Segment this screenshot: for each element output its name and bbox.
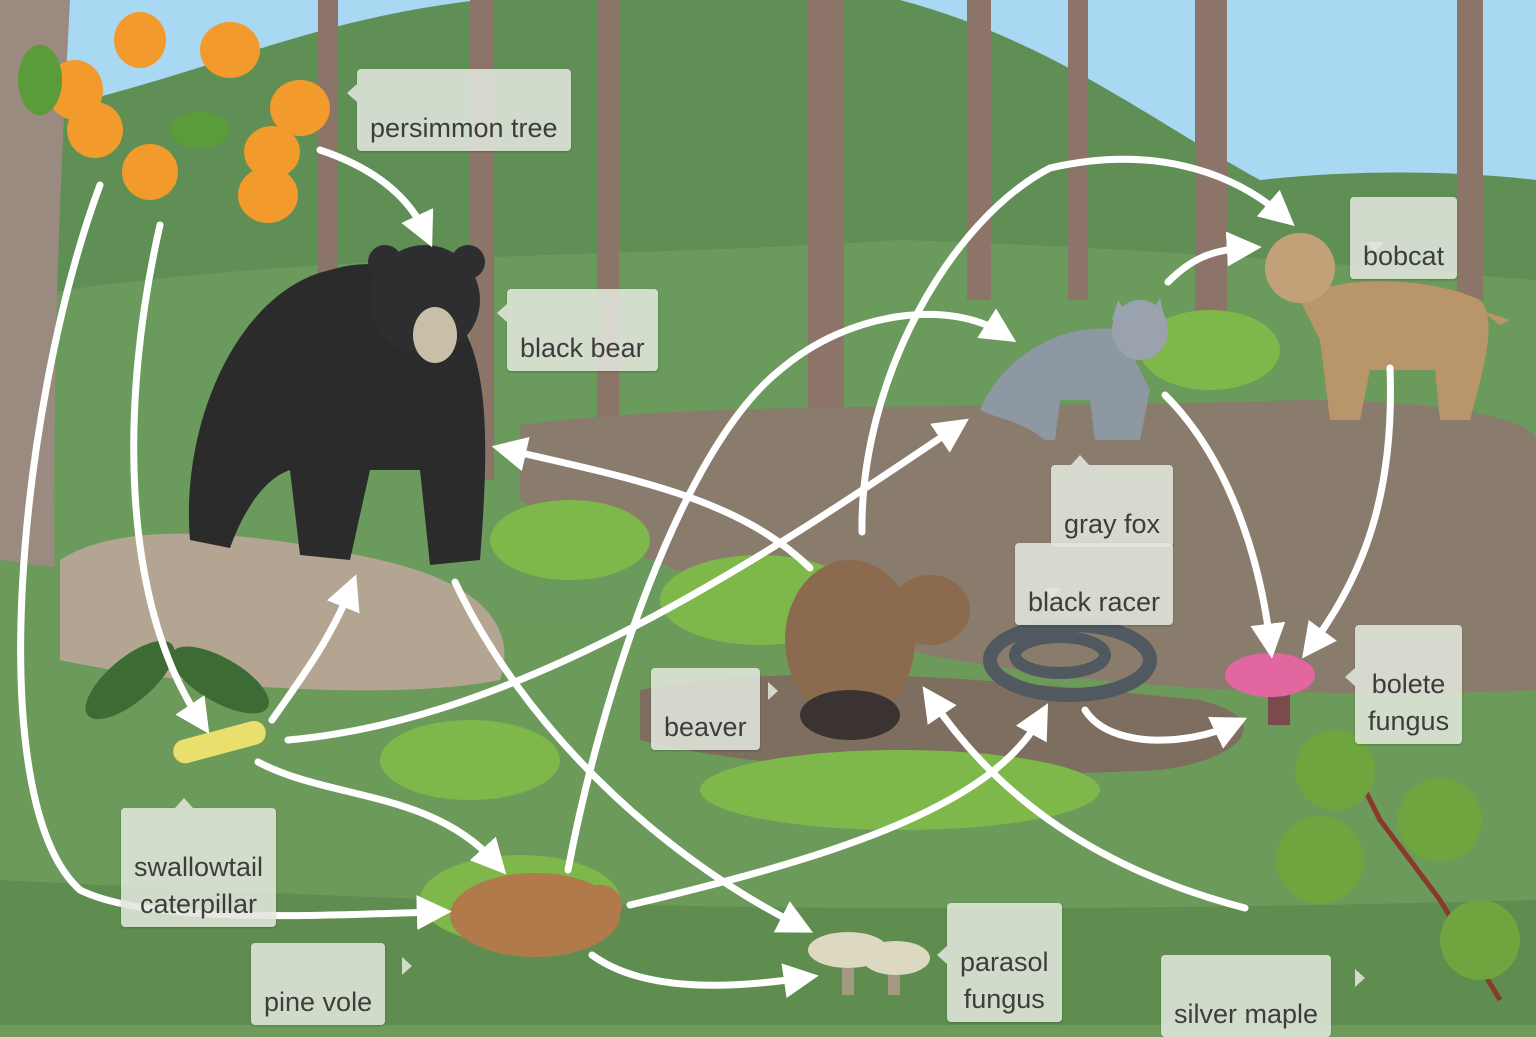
- label-pointer: [937, 946, 947, 964]
- label-beaver: beaver: [651, 668, 760, 750]
- label-pointer: [175, 798, 193, 808]
- label-pointer: [1355, 969, 1365, 987]
- arrow-beaver-to-black-bear: [491, 436, 814, 572]
- label-silver-maple-text: silver maple: [1174, 999, 1319, 1029]
- label-beaver-text: beaver: [664, 712, 747, 742]
- label-gray-fox-text: gray fox: [1064, 509, 1161, 539]
- silver-maple-illustration: [1276, 730, 1520, 1002]
- label-pointer: [347, 84, 357, 102]
- label-pointer: [402, 957, 412, 975]
- label-bobcat: bobcat: [1350, 197, 1458, 279]
- label-pine-vole-text: pine vole: [264, 987, 373, 1017]
- persimmon-tree-illustration: [18, 12, 330, 223]
- label-persimmon-tree: persimmon tree: [357, 69, 571, 151]
- pine-vole-illustration: [450, 873, 622, 957]
- arrow-black-racer-to-bolete-fungus: [1081, 706, 1248, 749]
- label-pointer: [1345, 668, 1355, 686]
- black-bear-illustration: [188, 245, 486, 565]
- label-bolete-fungus: bolete fungus: [1355, 625, 1463, 744]
- arrow-swallowtail-caterpillar-to-black-bear: [268, 574, 360, 724]
- label-pointer: [768, 682, 778, 700]
- arrow-swallowtail-caterpillar-to-pine-vole: [254, 758, 507, 875]
- bolete-fungus-illustration: [1225, 653, 1315, 725]
- energy-flow-arrows: [17, 146, 1394, 998]
- label-pointer: [1366, 242, 1384, 252]
- label-silver-maple: silver maple: [1161, 955, 1332, 1037]
- label-gray-fox: gray fox: [1051, 465, 1174, 547]
- gray-fox-illustration: [980, 298, 1168, 440]
- label-parasol-fungus: parasol fungus: [947, 903, 1062, 1022]
- arrow-beaver-to-bobcat: [858, 155, 1295, 536]
- label-persimmon-tree-text: persimmon tree: [370, 113, 558, 143]
- label-parasol-fungus-text: parasol fungus: [960, 947, 1049, 1014]
- label-black-bear-text: black bear: [520, 333, 645, 363]
- arrow-persimmon-tree-to-pine-vole: [17, 181, 452, 931]
- beaver-illustration: [785, 560, 970, 740]
- label-pine-vole: pine vole: [251, 943, 386, 1025]
- arrow-pine-vole-to-gray-fox: [564, 308, 1017, 874]
- arrow-persimmon-tree-to-black-bear: [316, 146, 434, 248]
- arrow-bobcat-to-bolete-fungus: [1302, 364, 1394, 659]
- label-pointer: [1071, 455, 1089, 465]
- bobcat-illustration: [1265, 233, 1510, 420]
- arrow-gray-fox-to-bolete-fungus: [1161, 391, 1286, 659]
- arrow-pine-vole-to-parasol-fungus: [588, 951, 819, 998]
- label-swallowtail-caterpillar: swallowtail caterpillar: [121, 808, 277, 927]
- parasol-fungus-illustration: [808, 932, 930, 995]
- label-black-racer-text: black racer: [1028, 587, 1161, 617]
- label-pointer: [497, 304, 507, 322]
- arrow-gray-fox-to-bobcat: [1164, 231, 1262, 286]
- black-racer-illustration: [983, 618, 1157, 702]
- label-swallowtail-caterpillar-text: swallowtail caterpillar: [134, 852, 264, 919]
- label-black-racer: black racer: [1015, 543, 1174, 625]
- arrow-black-bear-to-parasol-fungus: [451, 578, 813, 933]
- arrow-persimmon-tree-to-swallowtail-caterpillar: [130, 221, 210, 734]
- swallowtail-caterpillar-illustration: [85, 640, 269, 764]
- label-pointer: [1044, 588, 1062, 598]
- arrow-pine-vole-to-black-racer: [626, 703, 1049, 909]
- label-black-bear: black bear: [507, 289, 658, 371]
- arrow-silver-maple-to-beaver: [922, 686, 1249, 912]
- label-bolete-fungus-text: bolete fungus: [1368, 669, 1450, 736]
